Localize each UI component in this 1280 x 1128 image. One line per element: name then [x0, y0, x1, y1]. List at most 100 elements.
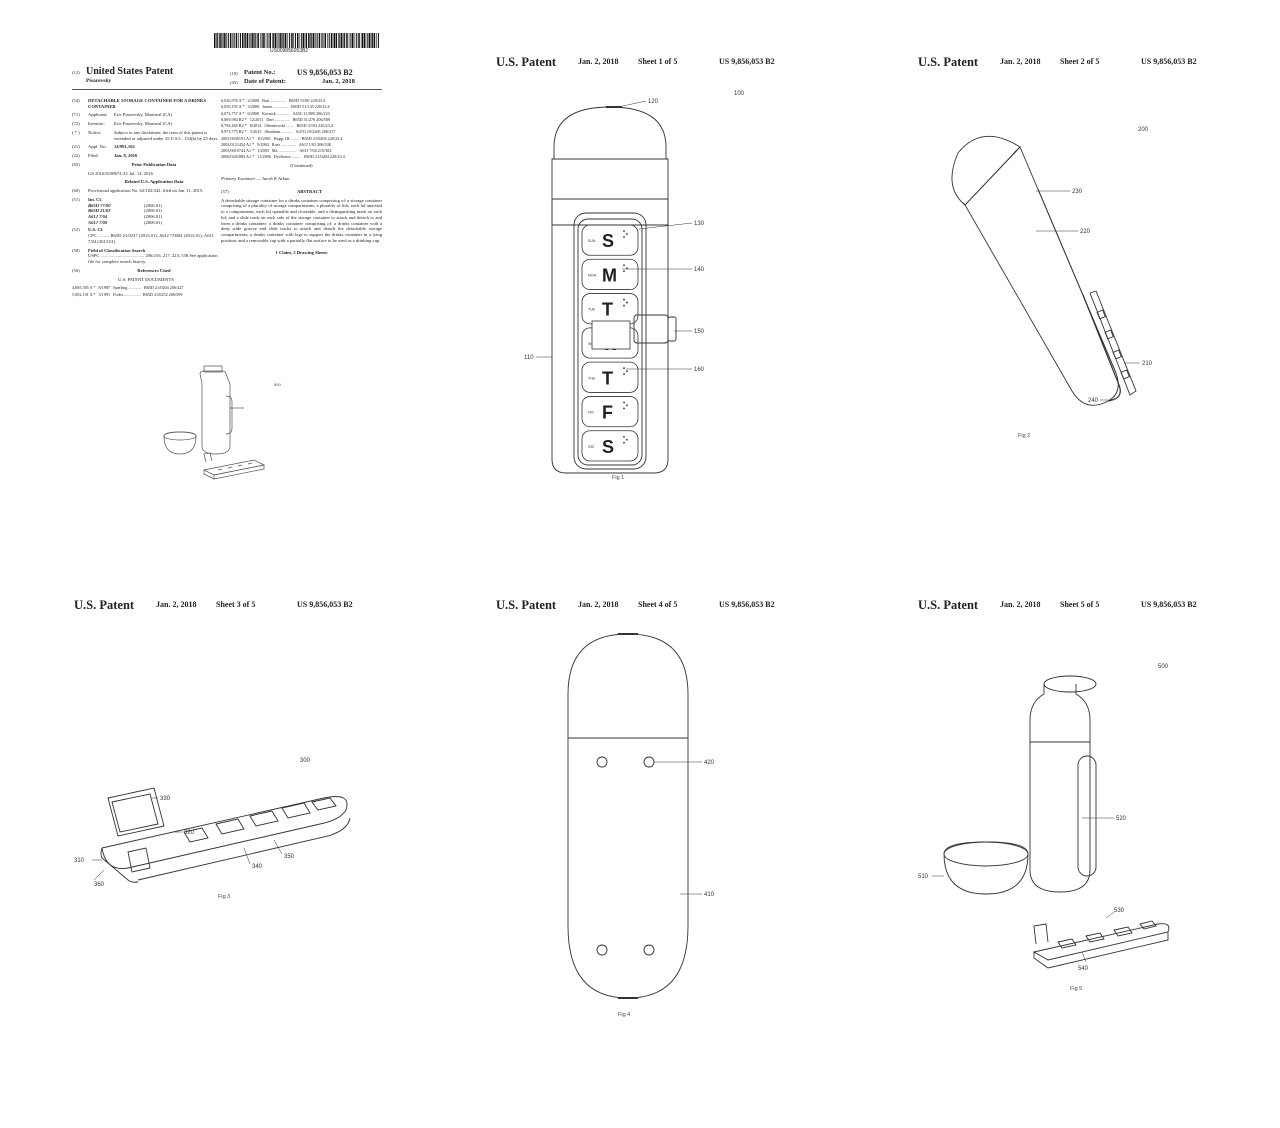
day-letter: S [602, 231, 614, 251]
barcode-bar [214, 33, 216, 48]
barcode-bar [224, 33, 226, 48]
barcode-bar [255, 33, 257, 48]
braille-dot [626, 404, 628, 407]
braille-dot [623, 270, 625, 273]
claims-line: 1 Claim, 5 Drawing Sheets [275, 249, 328, 255]
barcode-bar [344, 33, 346, 48]
refs-cited: (56)References Cited [72, 267, 171, 273]
barcode-bar [377, 33, 379, 48]
barcode-bar [233, 33, 235, 48]
ref-410: 410 [704, 892, 715, 898]
barcode-bar [352, 33, 354, 48]
braille-dot [623, 373, 625, 376]
ref-500: 500 [1158, 664, 1169, 670]
bottle-cap [553, 106, 667, 160]
sheet-date: Jan. 2, 2018 [1000, 600, 1041, 609]
barcode-bar [217, 33, 219, 48]
figure-2: 200 230 220 210 240 Fig 2 [951, 127, 1153, 439]
barcode-bar [376, 33, 377, 48]
barcode-bar [222, 33, 224, 48]
sheet-2: U.S. Patent Jan. 2, 2018 Sheet 2 of 5 US… [918, 55, 1280, 585]
ref-130: 130 [694, 221, 705, 227]
barcode-bar [338, 33, 339, 48]
barcode-bar [362, 33, 364, 48]
ref-520: 520 [1116, 816, 1127, 822]
barcode-bar [226, 33, 227, 48]
figure-1: SSUNMMONTTUEWWEDTTHUFFRISSAT 100 120 130… [524, 91, 745, 481]
ref-200: 200 [1138, 127, 1149, 133]
date-code: (45) [230, 80, 238, 85]
sheet-date: Jan. 2, 2018 [156, 600, 197, 609]
figure-3: 300 330 320 310 340 350 360 Fig 3 [74, 758, 351, 900]
barcode-bar [284, 33, 287, 48]
barcode-bar [308, 33, 310, 48]
barcode-bar [358, 33, 360, 48]
ref-540: 540 [1078, 966, 1089, 972]
abstract-text: A detachable storage container for a dri… [221, 197, 382, 243]
field-search-text: USPC ...................................… [88, 253, 218, 265]
related-heading: Related U.S. Application Data [124, 179, 184, 185]
ref-120: 120 [648, 99, 659, 105]
ref-230: 230 [1072, 189, 1083, 195]
braille-dot [626, 233, 628, 235]
barcode-bar [348, 33, 350, 48]
prior-pub-line: US 2016/0198674 A1 Jul. 14, 2016 [88, 170, 153, 176]
day-letter: F [602, 403, 613, 423]
barcode-bar [301, 33, 303, 48]
pill-compartment [581, 396, 639, 428]
barcode-bar [232, 33, 234, 48]
barcode-bar [219, 33, 221, 48]
barcode-bar [304, 33, 306, 48]
barcode-bar [289, 33, 291, 48]
sheet-header: U.S. Patent Jan. 2, 2018 Sheet 2 of 5 US… [918, 55, 1280, 79]
ref-160: 160 [694, 367, 705, 373]
ref-360: 360 [94, 882, 105, 888]
patent-no-code: (10) [230, 71, 238, 76]
int-cl-item: A61J 7/00(2006.01) [88, 219, 162, 225]
ref-420: 420 [704, 760, 715, 766]
barcode-bar [318, 33, 321, 48]
sheet-date: Jan. 2, 2018 [578, 57, 619, 66]
sheet-number: Sheet 3 of 5 [216, 600, 256, 609]
braille-dot [623, 236, 625, 238]
patent-number: US 9,856,053 B2 [719, 57, 775, 66]
barcode-bar [368, 33, 371, 48]
day-letter: T [602, 368, 613, 388]
ref-530: 530 [1114, 908, 1125, 914]
ref-320: 320 [184, 830, 195, 836]
ref-140: 140 [694, 267, 705, 273]
braille-dot [623, 298, 625, 301]
barcode-bar [330, 33, 333, 48]
sheet-4: U.S. Patent Jan. 2, 2018 Sheet 4 of 5 US… [496, 598, 906, 1128]
braille-dot [623, 264, 625, 267]
fig-4-caption: Fig 4 [618, 1012, 630, 1018]
country-title: United States Patent [86, 66, 174, 77]
sheet-title: U.S. Patent [496, 598, 557, 612]
entry-filed: (22)Filed:Jan. 8, 2016 [72, 153, 138, 159]
int-cl: (51)Int. Cl. [72, 196, 102, 202]
ref-150: 150 [694, 329, 705, 335]
doc-kind-code: (12) [72, 70, 80, 75]
barcode-bar [321, 33, 322, 48]
us-cl-text: CPC .......... B65D 21/0237 (2013.01); A… [88, 233, 214, 244]
ref-510: 510 [918, 874, 929, 880]
patent-number: US 9,856,053 B2 [1141, 57, 1197, 66]
braille-dot [626, 301, 628, 304]
braille-dot [623, 367, 625, 370]
sheet-title: U.S. Patent [918, 598, 979, 612]
barcode-bar [350, 33, 352, 48]
figure-5: 500 520 510 530 540 Fig 5 [918, 664, 1170, 992]
day-word: MON [588, 273, 597, 277]
braille-dot [626, 267, 628, 270]
barcode-bar [272, 33, 273, 48]
pill-compartments: SSUNMMONTTUEWWEDTTHUFFRISSAT [581, 224, 639, 462]
barcode-bar [367, 33, 369, 48]
barcode-bar [261, 33, 263, 48]
barcode-bar [267, 33, 269, 48]
barcode-bar [246, 33, 249, 48]
